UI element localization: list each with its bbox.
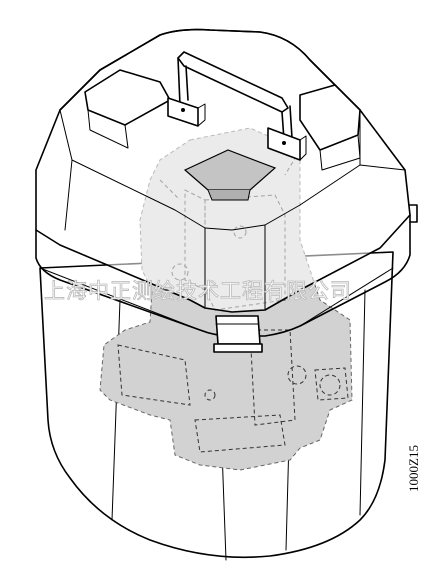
watermark-text: 上海中正测绘技术工程有限公司 <box>44 279 352 303</box>
case-lid-top <box>59 28 361 111</box>
carry-handle <box>167 51 307 161</box>
drawing-code-label: 1000Z15 <box>406 445 421 492</box>
case-body-edge-right2 <box>359 289 366 516</box>
front-latch <box>213 315 263 353</box>
instrument-top-plate <box>183 149 277 201</box>
case-rim-lower-line <box>39 267 394 331</box>
case-lid-facet-center <box>204 224 266 311</box>
case-lid-facet-front <box>71 159 406 231</box>
case-side-tab <box>409 204 418 223</box>
